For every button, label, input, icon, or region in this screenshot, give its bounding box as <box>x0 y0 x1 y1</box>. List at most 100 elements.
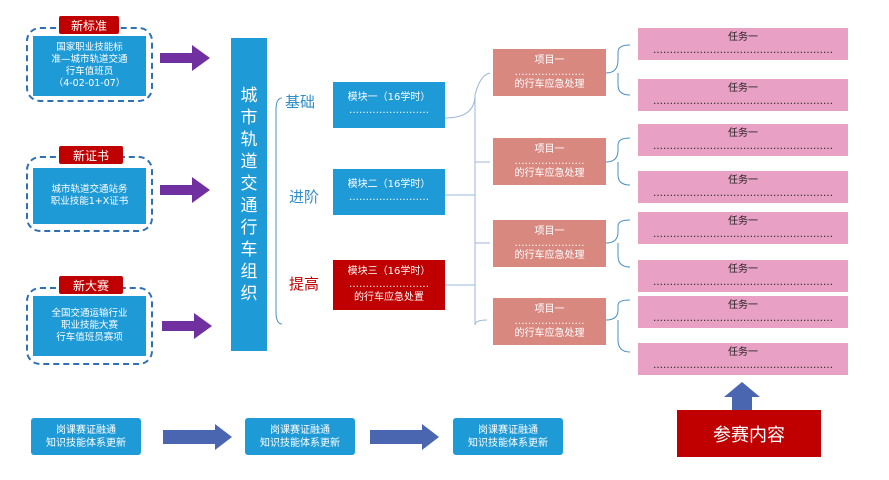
group-tag: 新大赛 <box>59 276 123 294</box>
module-1: 模块一（16学时） …………………… <box>333 82 445 128</box>
task-dots: ……………………………………………… <box>653 229 833 240</box>
level-advanced-label: 进阶 <box>289 188 320 206</box>
task-bracket <box>605 44 631 96</box>
task-box: 任务一 ……………………………………………… <box>638 171 848 203</box>
integration-line1: 岗课赛证融通 <box>478 424 538 436</box>
competition-content-box: 参赛内容 <box>677 410 821 457</box>
integration-line2: 知识技能体系更新 <box>468 437 548 449</box>
task-dots: ……………………………………………… <box>653 141 833 152</box>
group-line: 全国交通运输行业 <box>51 308 128 319</box>
integration-line1: 岗课赛证融通 <box>56 424 116 436</box>
course-title-char: 行 <box>240 217 258 238</box>
task-dots: ……………………………………………… <box>653 277 833 288</box>
project-link <box>474 72 491 96</box>
group-line: 准—城市轨道交通 <box>51 54 128 65</box>
project-box: 项目一 ………………… 的行车应急处理 <box>493 298 606 345</box>
purple-arrow-icon <box>160 45 210 71</box>
module-sub: 的行车应急处置 <box>354 292 424 303</box>
module-3: 模块三（16学时） …………………… 的行车应急处置 <box>333 260 445 310</box>
module-title: 模块三（16学时） <box>347 266 431 277</box>
integration-line1: 岗课赛证融通 <box>270 424 330 436</box>
module-title: 模块二（16学时） <box>347 179 431 190</box>
project-box: 项目一 ………………… 的行车应急处理 <box>493 138 606 185</box>
module-2: 模块二（16学时） …………………… <box>333 169 445 215</box>
project-title: 项目一 <box>534 225 565 237</box>
group-tag: 新标准 <box>59 16 119 34</box>
task-title: 任务一 <box>728 264 758 275</box>
task-box: 任务一 ……………………………………………… <box>638 260 848 292</box>
project-sub: 的行车应急处理 <box>514 327 585 339</box>
project-title: 项目一 <box>534 143 565 155</box>
task-dots: ……………………………………………… <box>653 313 833 324</box>
course-title-char: 城 <box>240 85 258 106</box>
group-line: 职业技能1+X证书 <box>50 196 129 207</box>
module-dots: …………………… <box>349 279 429 290</box>
level-basic-label: 基础 <box>285 93 316 111</box>
integration-box: 岗课赛证融通 知识技能体系更新 <box>245 418 355 455</box>
integration-line2: 知识技能体系更新 <box>260 437 340 449</box>
task-title: 任务一 <box>728 300 758 311</box>
task-box: 任务一 ……………………………………………… <box>638 212 848 244</box>
task-dots: ……………………………………………… <box>653 360 833 371</box>
project-dots: ………………… <box>514 66 585 78</box>
course-title-char: 车 <box>240 239 258 260</box>
course-title-char: 交 <box>240 173 258 194</box>
task-box: 任务一 ……………………………………………… <box>638 296 848 328</box>
standard-box: 国家职业技能标 准—城市轨道交通 行车值班员 （4-02-01-07） <box>33 36 146 96</box>
course-title-char: 通 <box>240 195 258 216</box>
purple-arrow-icon <box>162 313 212 339</box>
module-title: 模块一（16学时） <box>347 92 431 103</box>
course-title-char: 组 <box>240 261 258 282</box>
integration-box: 岗课赛证融通 知识技能体系更新 <box>31 418 141 455</box>
task-title: 任务一 <box>728 175 758 186</box>
group-line: 国家职业技能标 <box>56 42 123 53</box>
task-box: 任务一 ……………………………………………… <box>638 124 848 156</box>
level-bracket <box>275 97 283 325</box>
project-sub: 的行车应急处理 <box>514 167 585 179</box>
project-bracket <box>444 94 488 326</box>
group-line: （4-02-01-07） <box>53 78 126 89</box>
task-bracket <box>605 299 631 353</box>
up-arrow-icon <box>724 382 760 410</box>
course-title-char: 轨 <box>240 129 258 150</box>
purple-arrow-icon <box>160 177 210 203</box>
group-line: 行车值班员 <box>65 66 114 77</box>
task-dots: ……………………………………………… <box>653 96 833 107</box>
module-dots: …………………… <box>349 105 429 116</box>
project-box: 项目一 ………………… 的行车应急处理 <box>493 220 606 267</box>
project-dots: ………………… <box>514 155 585 167</box>
project-title: 项目一 <box>534 303 565 315</box>
course-title-char: 道 <box>240 151 258 172</box>
task-dots: ……………………………………………… <box>653 45 833 56</box>
certificate-box: 城市轨道交通站务 职业技能1+X证书 <box>33 168 146 224</box>
course-title-char: 织 <box>240 283 258 304</box>
group-line: 行车值班员赛项 <box>56 332 123 343</box>
course-title: 城 市 轨 道 交 通 行 车 组 织 <box>231 38 267 351</box>
group-line: 职业技能大赛 <box>60 320 118 331</box>
task-title: 任务一 <box>728 347 758 358</box>
integration-box: 岗课赛证融通 知识技能体系更新 <box>453 418 563 455</box>
task-box: 任务一 ……………………………………………… <box>638 79 848 111</box>
project-sub: 的行车应急处理 <box>514 249 585 261</box>
project-dots: ………………… <box>514 237 585 249</box>
task-box: 任务一 ……………………………………………… <box>638 343 848 375</box>
task-title: 任务一 <box>728 32 758 43</box>
group-tag: 新证书 <box>59 146 123 164</box>
task-title: 任务一 <box>728 83 758 94</box>
project-box: 项目一 ………………… 的行车应急处理 <box>493 49 606 96</box>
level-improve-label: 提高 <box>289 275 320 293</box>
integration-line2: 知识技能体系更新 <box>46 437 126 449</box>
course-title-char: 市 <box>240 107 258 128</box>
project-title: 项目一 <box>534 54 565 66</box>
task-title: 任务一 <box>728 216 758 227</box>
group-line: 城市轨道交通站务 <box>51 184 128 195</box>
task-bracket <box>605 219 631 268</box>
competition-box: 全国交通运输行业 职业技能大赛 行车值班员赛项 <box>33 296 146 356</box>
task-bracket <box>605 137 631 186</box>
slate-arrow-icon <box>163 424 232 450</box>
slate-arrow-icon <box>370 424 439 450</box>
task-title: 任务一 <box>728 128 758 139</box>
project-sub: 的行车应急处理 <box>514 78 585 90</box>
project-dots: ………………… <box>514 315 585 327</box>
